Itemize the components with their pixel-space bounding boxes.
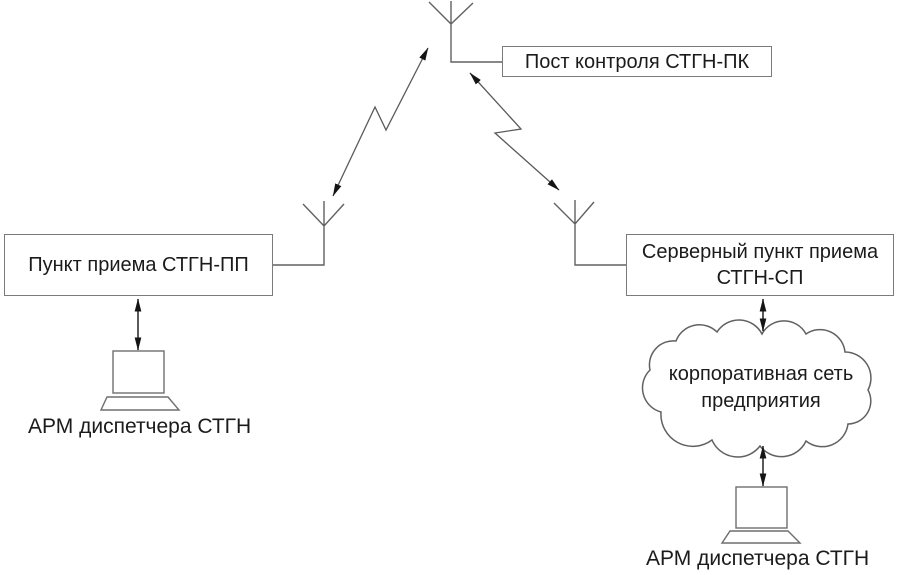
node-server-point: Серверный пункт приема СТГН-СП <box>626 234 894 296</box>
computer-icon-right <box>720 486 802 544</box>
computer-icon-left <box>99 350 181 411</box>
workstation-left-label: АРМ диспетчера СТГН <box>28 415 252 438</box>
cloud-label: корпоративная сеть предприятия <box>652 361 870 415</box>
radio-link-arrow-left <box>332 47 429 197</box>
node-server-point-label-line2: СТГН-СП <box>716 267 804 289</box>
cloud-label-line1: корпоративная сеть <box>668 363 854 385</box>
node-server-point-label-line1: Серверный пункт приема <box>641 241 879 263</box>
radio-link-arrow-right <box>469 72 560 191</box>
cloud-icon <box>641 319 872 458</box>
node-control-post: Пост контроля СТГН-ПК <box>502 46 772 77</box>
antenna-icon-left <box>273 201 345 266</box>
workstation-right-label: АРМ диспетчера СТГН <box>646 547 870 570</box>
antenna-icon-right <box>553 200 626 266</box>
antenna-icon-top <box>428 1 502 63</box>
node-reception-point: Пункт приема СТГН-ПП <box>4 234 273 296</box>
node-reception-point-label: Пункт приема СТГН-ПП <box>28 254 249 276</box>
cloud-label-line2: предприятия <box>701 390 821 412</box>
node-control-post-label: Пост контроля СТГН-ПК <box>524 50 750 73</box>
